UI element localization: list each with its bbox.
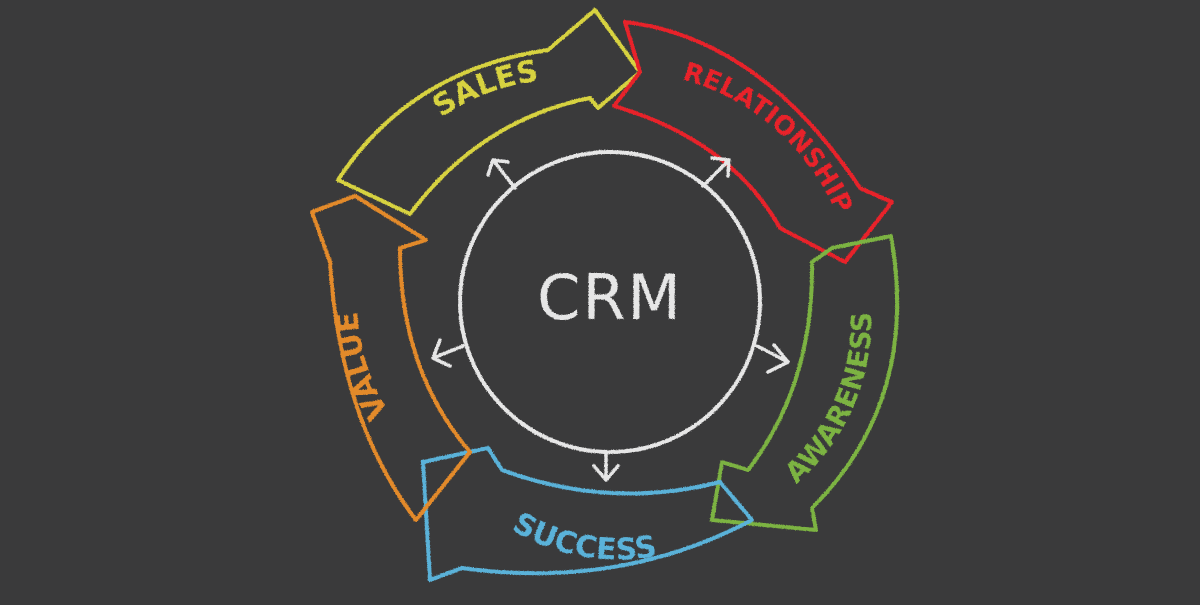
relationship-arrow: [612, 20, 894, 264]
radial-arrow-up-right: [701, 156, 731, 188]
awareness-arrow: [710, 234, 900, 532]
radial-arrow-left: [431, 338, 465, 368]
success-arrow: [421, 446, 754, 582]
crm-label: CRM: [537, 261, 683, 334]
value-arrow: [310, 194, 472, 522]
crm-circle: [458, 150, 762, 454]
radial-arrow-down: [592, 450, 620, 482]
radial-arrows: [431, 156, 790, 482]
radial-arrow-right: [755, 343, 790, 374]
sales-arrow: [336, 8, 642, 216]
radial-arrow-up-left: [486, 158, 517, 190]
